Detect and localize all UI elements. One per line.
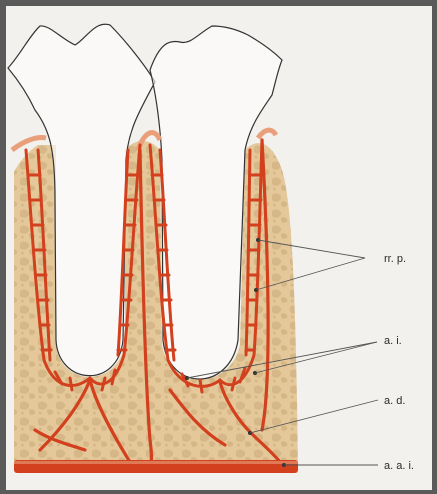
label-dental-artery: a. d. <box>384 395 405 407</box>
label-interalveolar-artery: a. i. <box>384 335 402 347</box>
label-inferior-alveolar-artery: a. a. i. <box>384 460 414 472</box>
label-pulpal-branches: rr. p. <box>384 253 406 265</box>
